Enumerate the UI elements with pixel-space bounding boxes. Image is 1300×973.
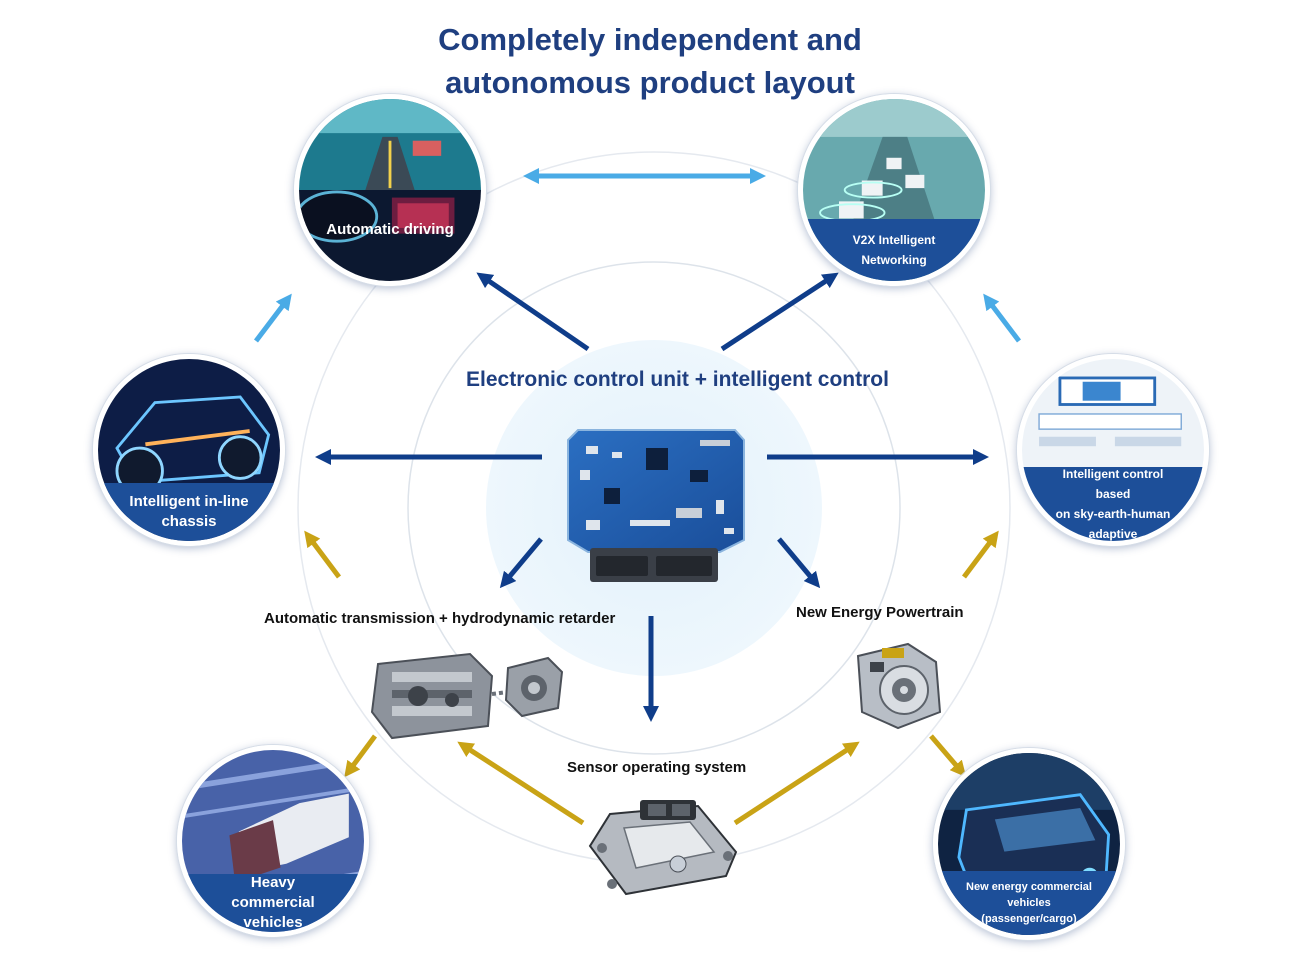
diagram-title-line2: autonomous product layout — [445, 65, 855, 100]
node-heavy-commercial-label: Heavy commercial vehicles — [182, 874, 364, 932]
center-title: Electronic control unit + intelligent co… — [466, 368, 889, 391]
automatic-driving-label: Automatic driving — [326, 221, 454, 238]
node-v2x: V2X Intelligent Networking — [798, 94, 990, 286]
sky-earth-label-line1: Intelligent control based — [1062, 467, 1164, 501]
diagram-title-line1: Completely independent and — [438, 22, 862, 57]
controller-box-icon — [588, 800, 738, 896]
car-dashboard-icon — [299, 99, 481, 281]
node-automatic-driving: Automatic driving — [294, 94, 486, 286]
node-new-energy-vehicles-label: New energy commercial vehicles (passenge… — [938, 871, 1120, 935]
v2x-label-line2: Networking — [861, 253, 927, 267]
node-new-energy-vehicles: New energy commercial vehicles (passenge… — [933, 748, 1125, 940]
arrow-chassis-to-driving — [254, 293, 292, 343]
sky-earth-label-line2: on sky-earth-human — [1055, 507, 1171, 521]
arrow-sensor-to-transmission — [457, 741, 585, 826]
arrow-transmission-to-chassis — [304, 530, 341, 579]
arrow-sky-earth-to-v2x — [983, 293, 1021, 343]
gearbox-icon — [370, 652, 564, 740]
middle-ring — [407, 261, 901, 755]
arrow-to-powertrain — [777, 537, 821, 589]
new-energy-vehicles-label-line1: New energy commercial — [966, 881, 1092, 893]
heavy-label-line2: vehicles — [243, 914, 303, 931]
chassis-label-line2: chassis — [161, 513, 217, 530]
sky-earth-label-line3: adaptive — [1088, 527, 1138, 541]
node-v2x-label: V2X Intelligent Networking — [803, 219, 985, 281]
transmission-label: Automatic transmission + hydrodynamic re… — [264, 610, 616, 627]
node-heavy-commercial: Heavy commercial vehicles — [177, 745, 369, 937]
arrow-sensor-to-powertrain — [733, 741, 860, 826]
v2x-label-line1: V2X Intelligent — [852, 233, 936, 247]
arrow-to-v2x — [720, 272, 839, 352]
powertrain-label: New Energy Powertrain — [796, 604, 964, 621]
diagram-title: Completely independent and autonomous pr… — [300, 18, 1000, 104]
arrow-powertrain-to-sky-earth — [962, 530, 999, 579]
new-energy-vehicles-label-line3: (passenger/cargo) — [981, 913, 1077, 925]
node-chassis-label: Intelligent in-line chassis — [98, 483, 280, 541]
sensor-label: Sensor operating system — [567, 759, 747, 776]
arrow-to-transmission — [499, 537, 543, 589]
node-sky-earth-label: Intelligent control based on sky-earth-h… — [1022, 467, 1204, 541]
node-sky-earth: Intelligent control based on sky-earth-h… — [1017, 354, 1209, 546]
arrow-to-automatic-driving — [476, 272, 590, 352]
electric-motor-icon — [856, 642, 942, 730]
node-chassis: Intelligent in-line chassis — [93, 354, 285, 546]
chassis-label-line1: Intelligent in-line — [129, 493, 249, 510]
heavy-label-line1: Heavy commercial — [231, 874, 315, 911]
ecu-circuit-board-icon — [567, 429, 745, 582]
node-automatic-driving-label: Automatic driving — [299, 221, 481, 281]
new-energy-vehicles-label-line2: vehicles — [1007, 897, 1051, 909]
